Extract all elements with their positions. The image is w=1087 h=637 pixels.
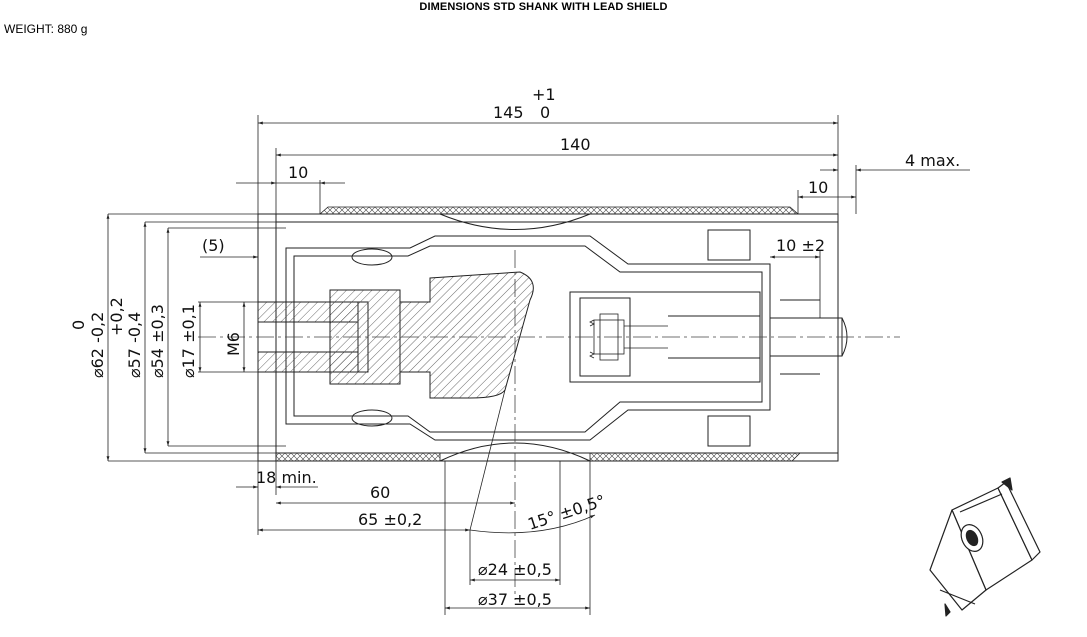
dim-dia-62: ⌀62 -0,2: [88, 312, 107, 378]
dim-thread: M6: [224, 332, 243, 356]
dim-overall-upper: +1: [532, 85, 556, 104]
center-line: [198, 250, 900, 600]
dim-overall: 145: [493, 103, 524, 122]
insulator-core: [257, 271, 534, 399]
lead-shield: [275, 206, 801, 462]
dim-ref-5: (5): [202, 236, 225, 255]
cup-detail: [589, 313, 668, 361]
weight-label: WEIGHT: 880 g: [4, 22, 88, 36]
dim-dia-17: ⌀17 ±0,1: [179, 304, 198, 378]
dim-dia-62-upper: 0: [69, 320, 88, 330]
dim-dia-37: ⌀37 ±0,5: [478, 590, 552, 609]
dim-dia-57-upper: +0,2: [107, 297, 126, 336]
dim-dia-24: ⌀24 ±0,5: [478, 560, 552, 579]
dim-overall-lower: 0: [540, 103, 550, 122]
dim-60: 60: [370, 483, 390, 502]
dim-140: 140: [560, 135, 591, 154]
dim-dia-57: ⌀57 -0,4: [125, 312, 144, 378]
dim-dia-54: ⌀54 ±0,3: [148, 304, 167, 378]
dim-10pm2: 10 ±2: [776, 236, 825, 255]
dim-65: 65 ±0,2: [358, 510, 422, 529]
isometric-thumbnail: [929, 477, 1041, 617]
dimension-lines: [106, 115, 970, 615]
dim-right-10: 10: [808, 178, 828, 197]
dim-18min: 18 min.: [256, 468, 317, 487]
dim-left-10: 10: [288, 163, 308, 182]
dim-angle: 15° ±0,5°: [525, 491, 607, 534]
page-title: DIMENSIONS STD SHANK WITH LEAD SHIELD: [419, 1, 668, 13]
dim-4max: 4 max.: [905, 151, 960, 170]
